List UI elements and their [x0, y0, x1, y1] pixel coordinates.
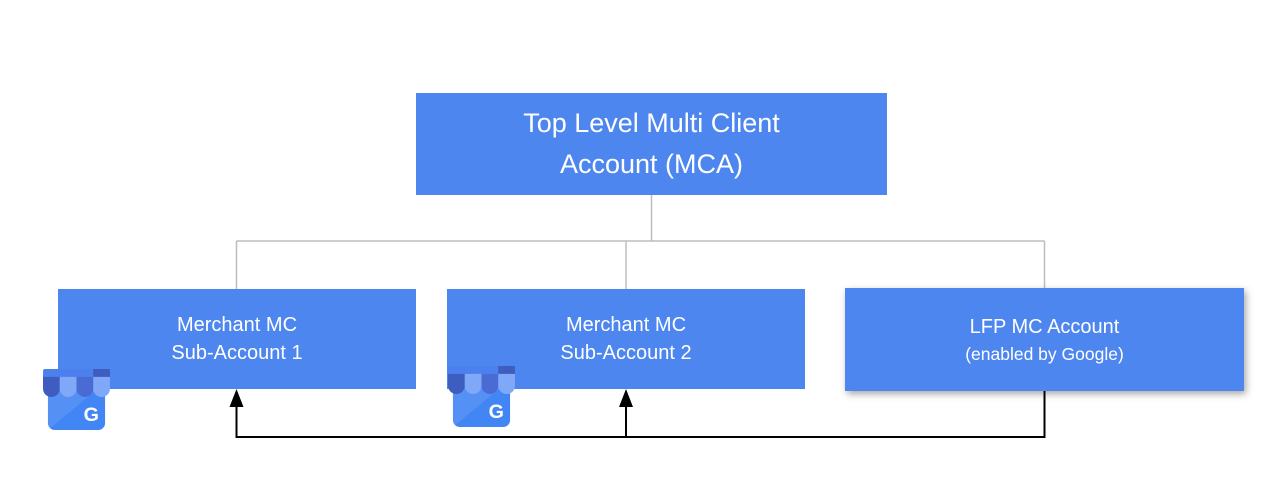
awning-scallop-3 [76, 376, 94, 398]
awning-scallop-3 [481, 373, 499, 395]
feed-arrowheads [229, 389, 633, 407]
node-merchant-sub-account-1: Merchant MC Sub-Account 1 [58, 289, 416, 389]
awning-scallop-4 [498, 373, 515, 395]
awning-bar-dark-corner [498, 365, 515, 376]
awning-scallop-4 [93, 376, 110, 398]
node-label-line: Sub-Account 2 [560, 342, 692, 364]
google-my-business-storefront-icon: G [448, 365, 515, 428]
node-label-line: Sub-Account 1 [171, 342, 303, 364]
storefront-body [47, 384, 106, 431]
node-label-line: Top Level Multi Client [523, 108, 780, 138]
awning-scallop-1 [43, 376, 60, 398]
node-label-line: Account (MCA) [559, 149, 744, 179]
awning-bar-dark-corner [93, 368, 110, 379]
google-my-business-storefront-icon: G [43, 368, 110, 431]
arrowhead-to-sub-account-2 [619, 389, 633, 407]
arrowhead-to-sub-account-1 [229, 389, 244, 407]
lfp-feed-main-line [235, 391, 1046, 438]
google-g-letter: G [84, 404, 99, 426]
node-top-level-mca: Top Level Multi Client Account (MCA) [416, 93, 887, 195]
awning-scallop-2 [464, 373, 482, 395]
lfp-feed-connectors [235, 391, 1046, 438]
node-label-line: LFP MC Account [969, 315, 1120, 338]
node-lfp-mc-account: LFP MC Account (enabled by Google) [845, 288, 1244, 391]
storefront-body [452, 381, 511, 428]
node-label-line: (enabled by Google) [965, 343, 1124, 364]
google-g-letter: G [489, 401, 504, 423]
awning-scallop-1 [448, 373, 465, 395]
awning-scallop-2 [59, 376, 77, 398]
node-label-line: Merchant MC [176, 314, 298, 336]
node-label-line: Merchant MC [565, 314, 687, 336]
hierarchy-tree-connectors [235, 195, 1046, 289]
